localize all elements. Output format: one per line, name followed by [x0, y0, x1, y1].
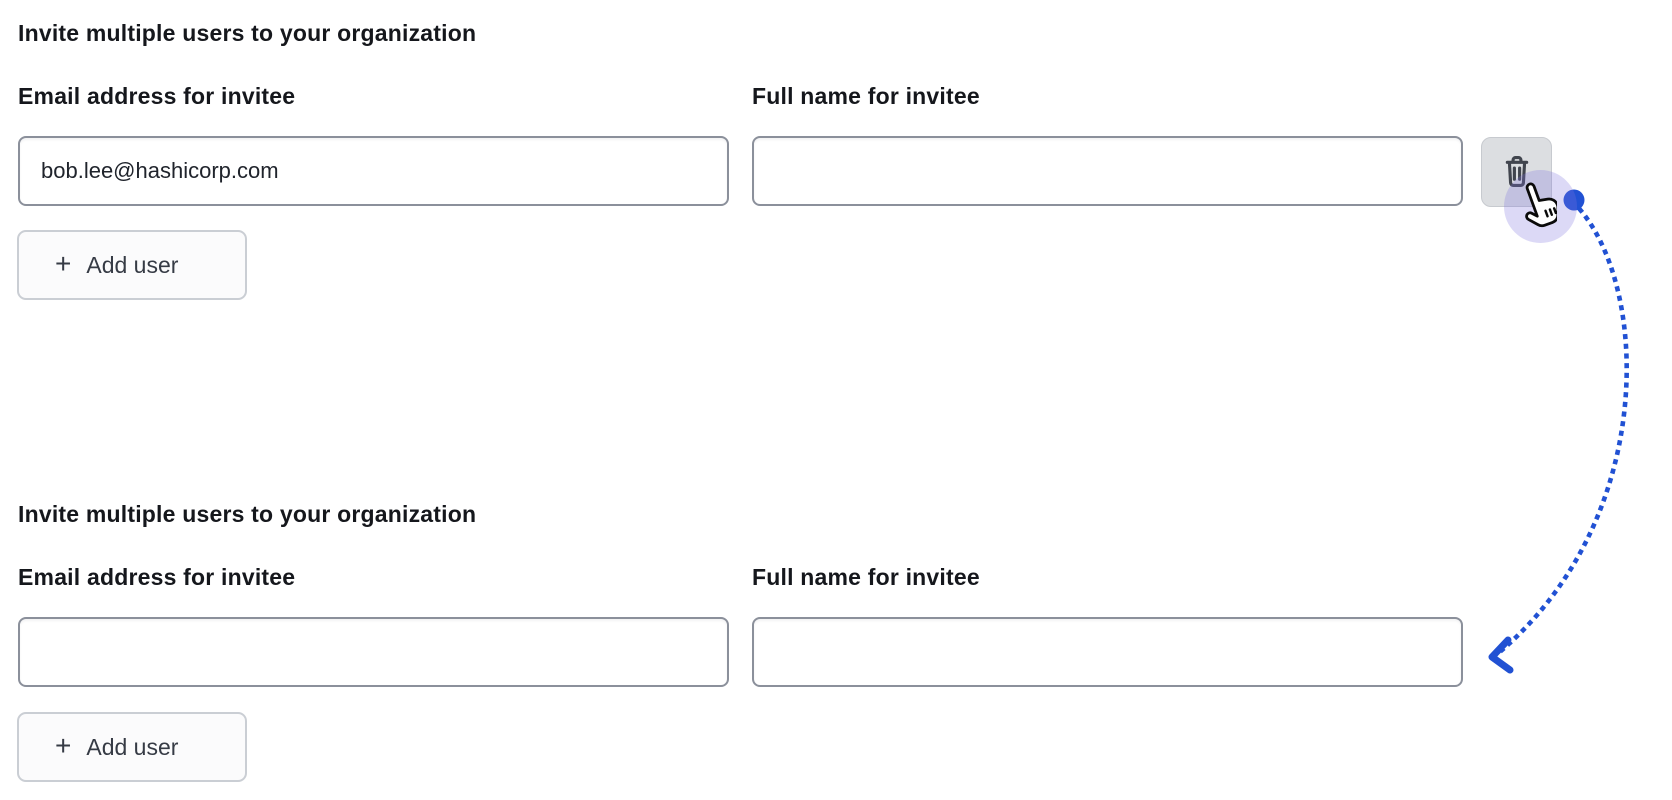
add-user-label: Add user: [86, 251, 179, 278]
delete-user-button[interactable]: [1481, 137, 1552, 207]
add-user-button[interactable]: + Add user: [17, 712, 247, 782]
plus-icon: +: [55, 248, 72, 279]
dotted-arc: [1498, 199, 1629, 654]
arrow-head: [1488, 636, 1514, 674]
arrow-start-dot: [1563, 189, 1585, 211]
email-label: Email address for invitee: [18, 564, 296, 590]
add-user-button[interactable]: + Add user: [17, 230, 247, 300]
plus-icon: +: [55, 730, 72, 761]
form-heading: Invite multiple users to your organizati…: [18, 501, 477, 527]
fullname-label: Full name for invitee: [752, 83, 980, 109]
fullname-label: Full name for invitee: [752, 564, 980, 590]
form-heading: Invite multiple users to your organizati…: [18, 20, 477, 46]
trash-icon: [1501, 155, 1533, 189]
add-user-label: Add user: [86, 733, 179, 760]
email-input[interactable]: [18, 617, 729, 687]
email-label: Email address for invitee: [18, 83, 296, 109]
email-input[interactable]: [18, 136, 729, 206]
fullname-input[interactable]: [752, 136, 1463, 206]
fullname-input[interactable]: [752, 617, 1463, 687]
